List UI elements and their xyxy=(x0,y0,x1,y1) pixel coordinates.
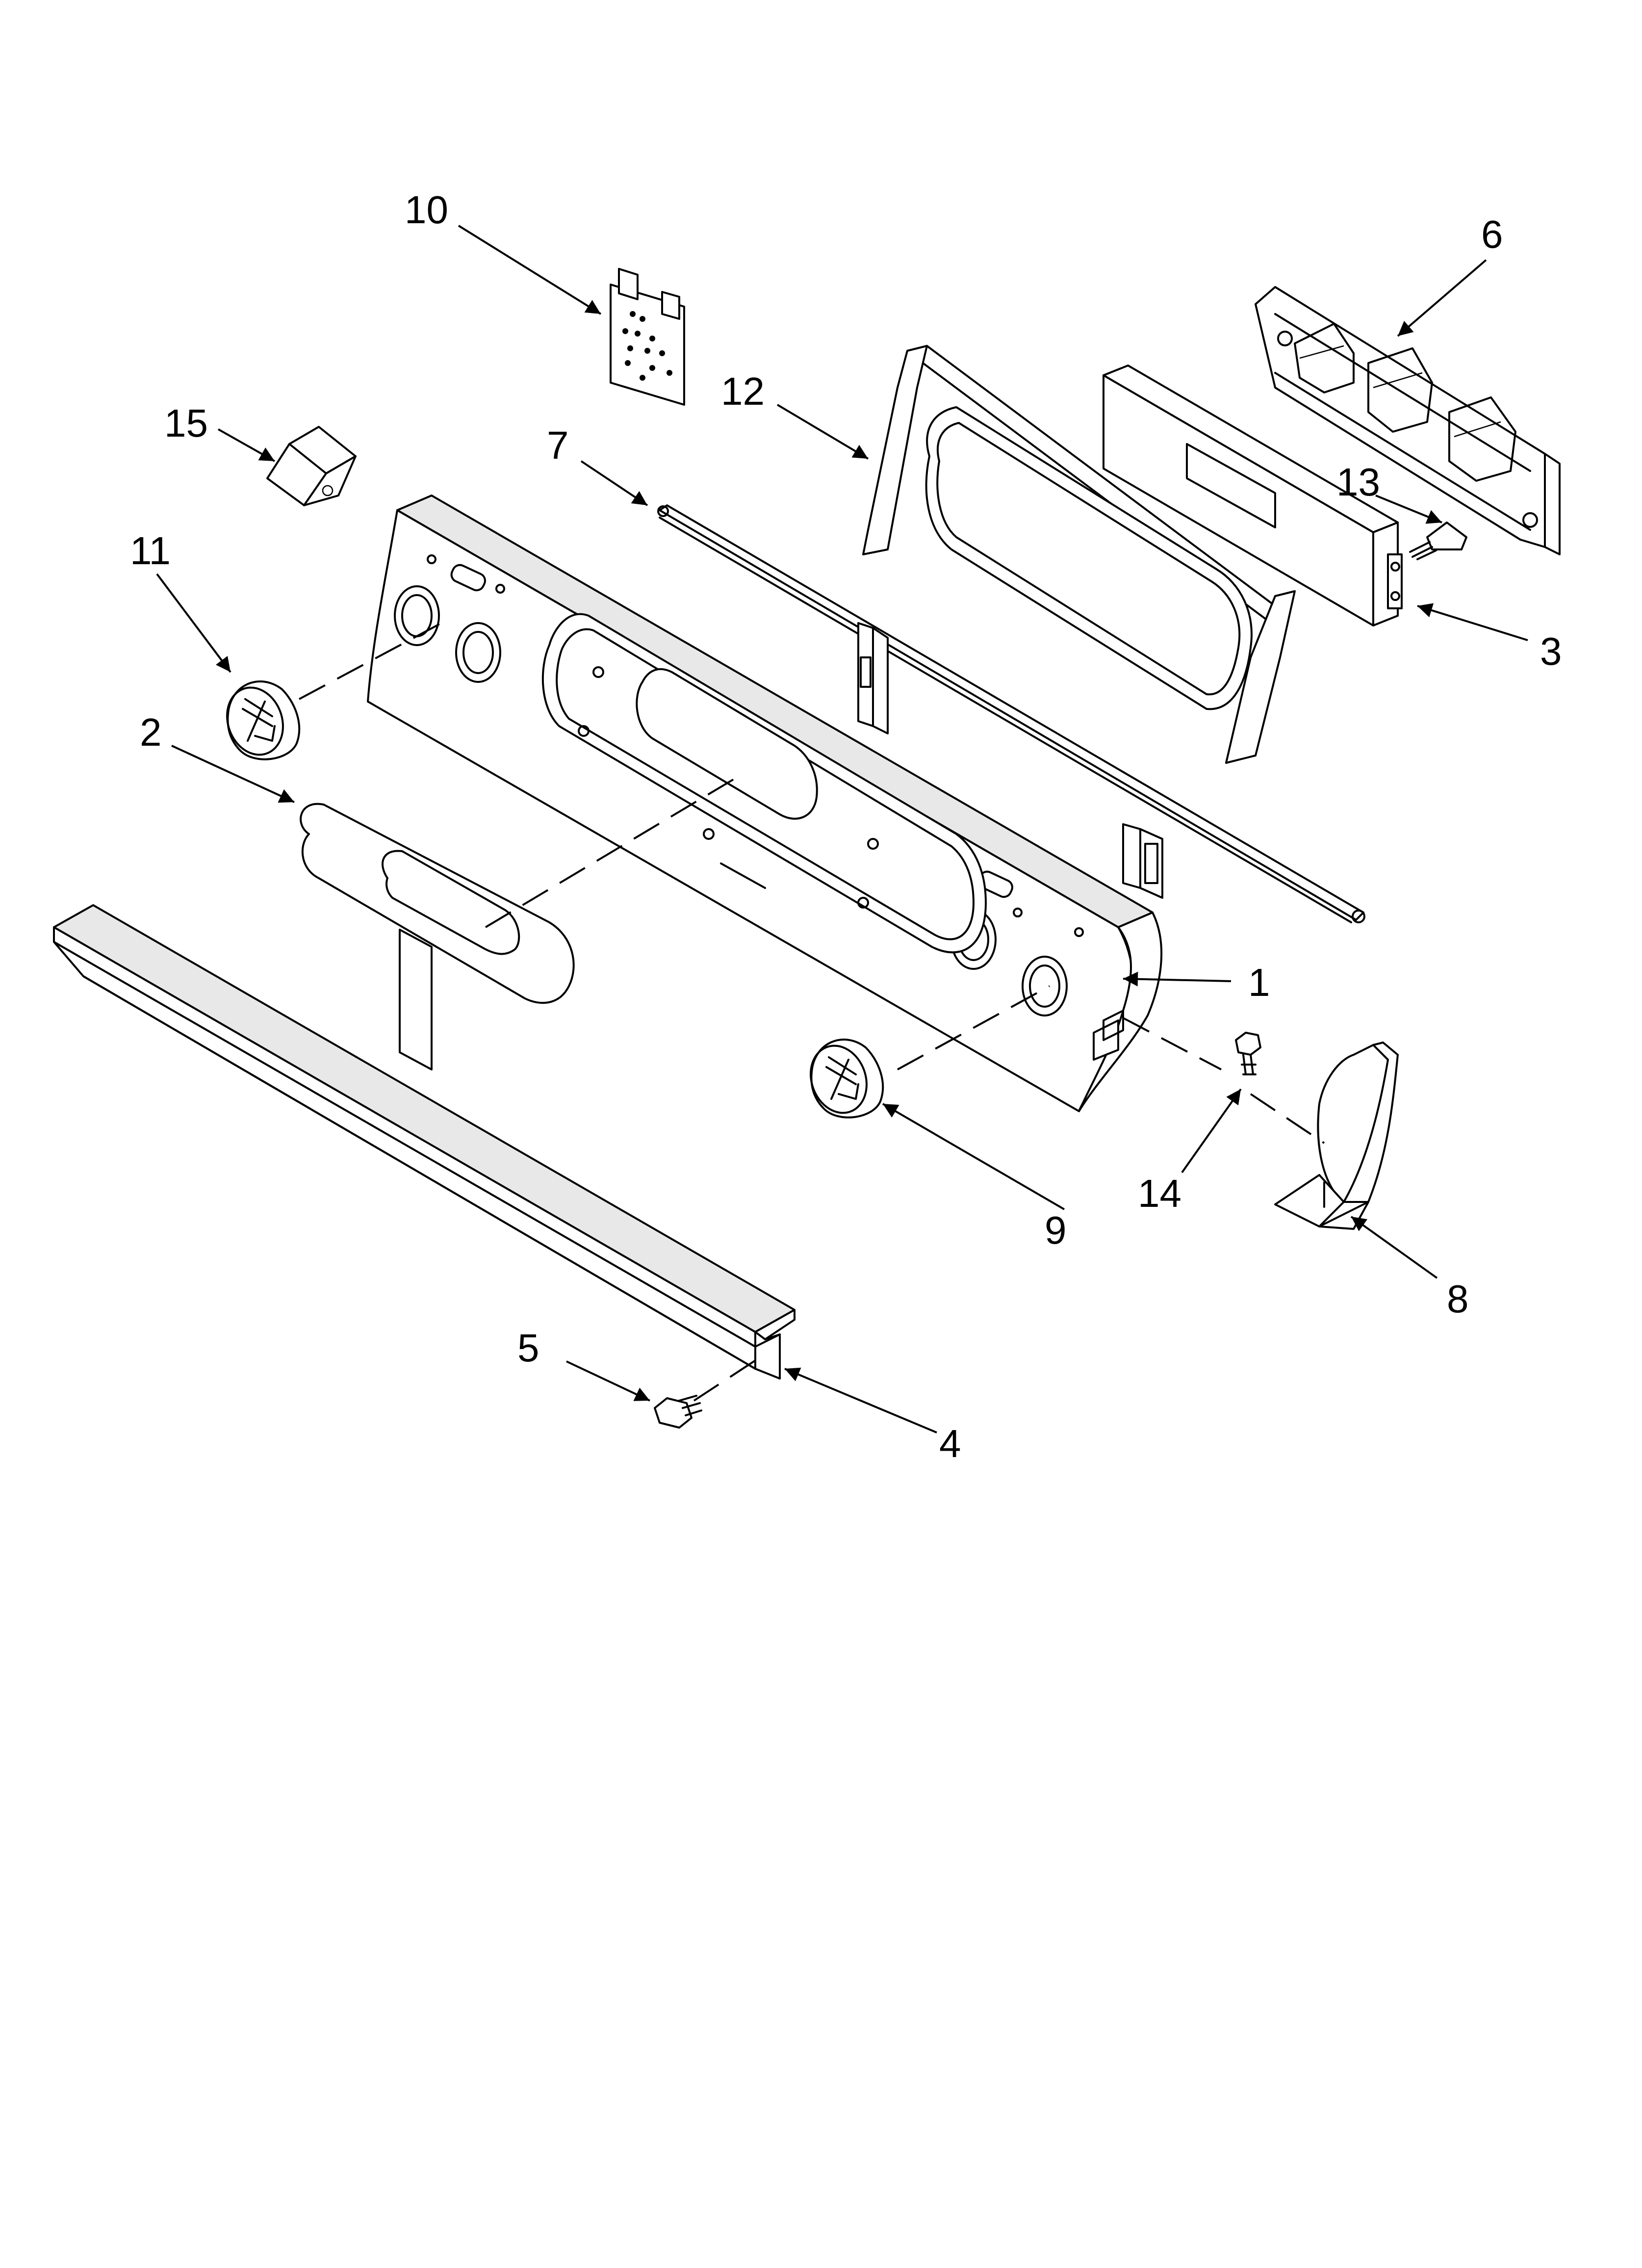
part-3-control-housing xyxy=(1103,365,1403,626)
part-15-bracket-clip xyxy=(266,426,357,506)
callout-labels: 10 6 15 12 7 13 3 11 2 1 9 14 8 5 4 xyxy=(130,188,1562,1465)
part-9-control-knob xyxy=(810,1039,884,1119)
part-10-control-board xyxy=(610,268,685,406)
leader-15 xyxy=(218,428,275,462)
part-2-control-overlay xyxy=(300,803,575,1070)
leader-11 xyxy=(156,573,231,673)
part-8-end-cap xyxy=(1274,1042,1399,1230)
callout-10: 10 xyxy=(405,188,448,232)
leader-6 xyxy=(1397,259,1487,337)
leader-9 xyxy=(882,1103,1065,1210)
callout-4: 4 xyxy=(939,1422,961,1465)
leader-13 xyxy=(1375,495,1442,524)
part-11-control-knob xyxy=(226,680,301,760)
leader-1 xyxy=(1123,971,1232,987)
callout-leaders xyxy=(156,225,1528,1434)
callout-2: 2 xyxy=(140,710,162,754)
leader-3 xyxy=(1417,603,1528,641)
callout-15: 15 xyxy=(164,401,208,445)
leader-4 xyxy=(784,1367,937,1434)
part-1-control-console xyxy=(367,495,1163,1112)
leader-2 xyxy=(171,745,295,803)
callout-1: 1 xyxy=(1248,961,1270,1004)
leader-8 xyxy=(1350,1216,1438,1279)
callout-7: 7 xyxy=(547,423,569,467)
part-4-trim-strip xyxy=(53,904,795,1380)
callout-8: 8 xyxy=(1447,1277,1469,1321)
callout-12: 12 xyxy=(721,369,765,413)
assembly-alignment-lines xyxy=(299,622,1325,1402)
callout-5: 5 xyxy=(517,1326,539,1370)
callout-11: 11 xyxy=(130,529,171,573)
part-13-screw xyxy=(1409,521,1467,560)
callout-3: 3 xyxy=(1540,629,1562,673)
leader-5 xyxy=(566,1360,650,1402)
callout-6: 6 xyxy=(1481,212,1503,256)
part-5-screw xyxy=(654,1395,702,1429)
part-7-support-rod xyxy=(657,504,1365,923)
leader-10 xyxy=(458,225,602,315)
callout-14: 14 xyxy=(1138,1172,1181,1215)
part-12-display-lens xyxy=(862,345,1296,764)
leader-12 xyxy=(776,404,869,460)
callout-13: 13 xyxy=(1336,460,1380,504)
leader-14 xyxy=(1181,1088,1242,1173)
leader-7 xyxy=(580,460,648,506)
part-14-screw xyxy=(1235,1032,1261,1075)
callout-9: 9 xyxy=(1045,1208,1067,1252)
part-6-rear-mounting-bracket xyxy=(1255,286,1561,555)
